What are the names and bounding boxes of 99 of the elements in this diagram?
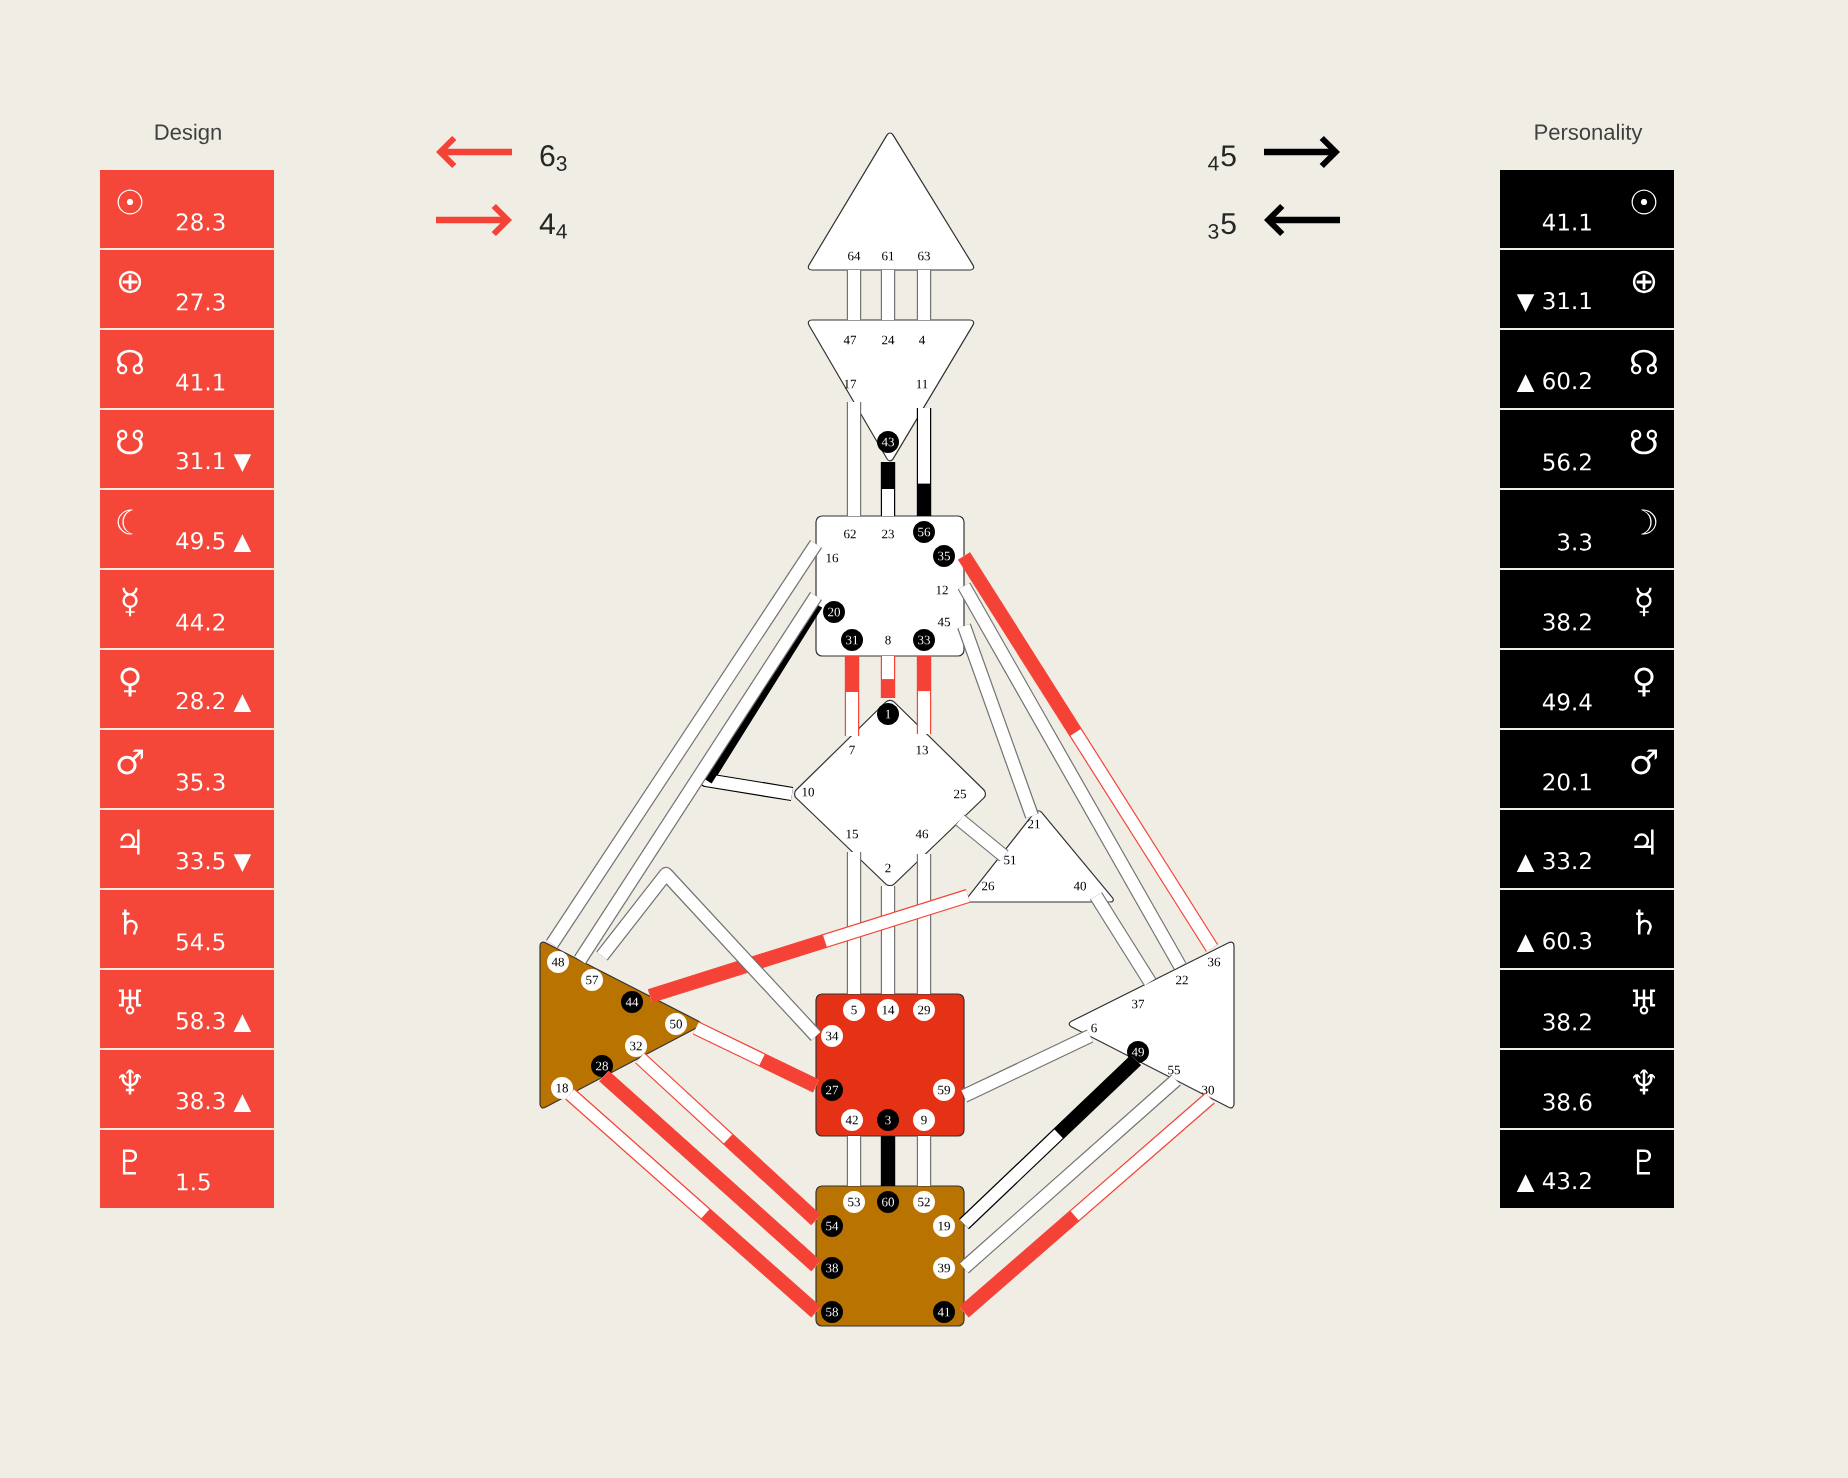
planet-symbol: ⊕ [118,270,142,294]
position-value: 54.5 [176,933,225,951]
position-value: 3.3 [1558,533,1592,551]
channel [599,1070,821,1272]
planet-symbol: ♃ [120,829,140,855]
channel [955,814,1009,862]
position-value: 38.2 [1543,1013,1591,1031]
position-value: 56.2 [1543,453,1591,471]
channel [957,623,1039,819]
planet-symbol: ♂ [117,749,143,775]
position-value: 33.5 ▼ [176,852,252,872]
channel [957,552,1219,952]
channel [846,402,862,516]
planet-symbol: ♃ [1634,829,1654,855]
center-shape [807,132,975,271]
position-value: 28.2 ▲ [176,692,252,712]
channel [916,1136,932,1186]
channel [844,656,860,736]
center-shape [539,941,702,1109]
planet-symbol: ☉ [1631,189,1657,215]
planet-symbol: ♂ [1631,749,1657,775]
position-value: 28.3 [176,213,225,231]
center-shape [807,319,975,462]
column-heading: Design [155,123,221,145]
planet-symbol: ☽ [1640,509,1657,535]
channel [1089,892,1157,986]
channel [959,1074,1181,1274]
planet-symbol: ⊕ [1632,270,1656,294]
column-heading: Personality [1535,123,1643,145]
channel [846,1136,862,1186]
channel [880,656,896,698]
position-value: 35.3 [176,773,225,791]
channel [573,592,823,964]
position-value: 1.5 [177,1173,210,1191]
variable-value: $_{4}$5 [1208,145,1236,171]
channel [635,1052,821,1226]
channel [959,1092,1215,1318]
position-value: 27.3 [176,293,225,311]
variable-value: 6$_{3}$ [540,145,567,171]
position-value: ▲ 60.2 [1516,372,1591,392]
position-value: 38.2 [1543,613,1591,631]
variable-value: 4$_{4}$ [539,213,567,239]
channel [698,600,823,802]
planet-symbol: ♆ [1633,1069,1655,1095]
channel [960,1029,1094,1103]
center-shape [815,515,965,657]
center-shape [1068,941,1235,1109]
position-value: ▼ 31.1 [1516,292,1591,312]
position-value: 49.5 ▲ [176,532,252,552]
channel [916,408,932,516]
position-value: 58.3 ▲ [176,1012,252,1032]
channel [959,1054,1141,1230]
position-value: 20.1 [1543,773,1591,791]
channel [880,462,896,516]
channel [692,1021,820,1093]
planet-symbol: ☊ [1630,349,1658,375]
channel [565,1088,821,1318]
planet-symbol: ☾ [117,509,134,535]
planet-symbol: ☊ [117,349,144,375]
channel [846,852,862,994]
planet-symbol: ♅ [118,989,142,1015]
channel [957,582,1187,970]
position-value: ▲ 60.3 [1516,932,1592,952]
variable-value: $_{3}$5 [1208,213,1236,239]
channel [916,656,932,734]
center-shape [966,810,1114,903]
position-value: 49.4 [1542,693,1592,711]
channel [880,270,896,320]
channel [880,1136,896,1186]
channel [546,540,822,948]
center-shape [815,1185,965,1327]
planet-symbol: ☋ [1630,429,1658,455]
planet-symbol: ☿ [122,587,138,617]
planet-symbol: ♅ [1632,989,1656,1015]
planet-symbol: ☿ [1636,587,1652,617]
channel [846,270,862,320]
planet-symbol: ☋ [117,429,144,455]
planet-symbol: ♄ [122,909,138,935]
planet-symbol: ♄ [1636,909,1652,935]
planet-symbol: ☉ [117,189,143,215]
position-value: 38.6 [1543,1093,1592,1111]
position-value: ▲ 33.2 [1516,852,1591,872]
channel [916,270,932,320]
center-shape [815,993,965,1137]
channel [647,889,971,1003]
channel [880,886,896,994]
position-value: ▲ 43.2 [1516,1172,1591,1192]
position-value: 31.1 ▼ [176,452,252,472]
planet-symbol: ♀ [120,667,140,697]
position-value: 41.1 [1542,213,1591,231]
position-value: 38.3 ▲ [176,1092,252,1112]
position-value: 41.1 [176,373,225,391]
position-value: 44.2 [176,613,224,631]
planet-symbol: ♀ [1634,667,1654,697]
planet-symbol: ♇ [122,1149,138,1175]
planet-symbol: ♇ [1636,1149,1652,1175]
planet-symbol: ♆ [119,1069,141,1095]
channel [596,866,822,1041]
channel [916,854,932,994]
